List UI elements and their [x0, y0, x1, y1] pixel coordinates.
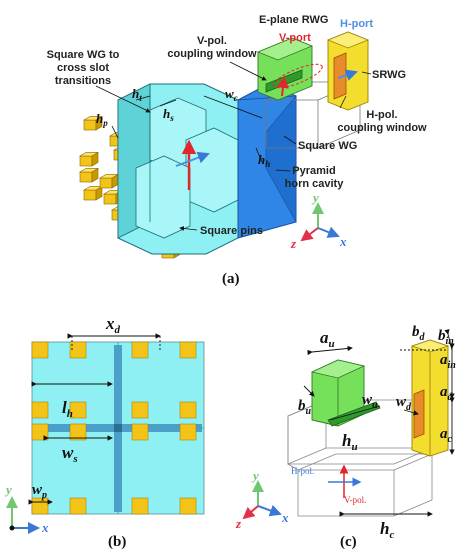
panel-b: xd lh ws wp y x (b) [4, 314, 205, 550]
square-pin [78, 151, 100, 167]
vport-label: V-port [279, 32, 311, 44]
transition-label-3: transitions [55, 75, 111, 87]
axis-a-z: z [290, 236, 297, 251]
bd-symbol: bd [412, 324, 426, 343]
vpol-window-label-2: coupling window [167, 48, 257, 60]
axis-a-x: x [339, 234, 347, 249]
square-pin [98, 173, 120, 189]
hpol-field-arrow [175, 151, 210, 167]
horn-label-1: Pyramid [292, 165, 335, 177]
square-pin-b [179, 341, 197, 359]
srwg-c [410, 339, 450, 457]
dimension-lines-b [28, 333, 161, 505]
axis-c-x: x [281, 510, 289, 525]
axis-c-z: z [235, 516, 242, 531]
transition-label-1: Square WG to [47, 49, 120, 61]
square-pin [82, 115, 104, 131]
square-pin-b [179, 423, 197, 441]
caption-b: (b) [108, 534, 126, 550]
au-symbol: au [320, 328, 335, 350]
bu-symbol: bu [298, 398, 312, 417]
erwg-label: E-plane RWG [259, 14, 328, 26]
panel-c: H-pol. V-pol. au bu [235, 324, 456, 550]
e-plane-rwg-c [310, 359, 381, 427]
axis-c-y: y [251, 468, 259, 483]
square-pin-b [131, 341, 149, 359]
square-pin-b [69, 401, 87, 419]
axis-b-x: x [41, 520, 49, 535]
ad-symbol: ad [440, 384, 454, 403]
srwg [326, 31, 370, 111]
square-pin-b [131, 401, 149, 419]
square-pins-label: Square pins [200, 225, 263, 237]
hpol-window-label-2: coupling window [337, 122, 427, 134]
caption-a: (a) [222, 271, 240, 287]
axis-a-y: y [311, 190, 319, 205]
square-pin-b [179, 497, 197, 515]
ht-symbol: ht [132, 86, 142, 103]
transition-label-2: cross slot [57, 62, 109, 74]
hp-symbol: hp [96, 111, 108, 128]
cross-slot-transition-block [117, 83, 239, 255]
wd-symbol: wd [396, 394, 412, 413]
axis-b-y: y [4, 482, 12, 497]
vpol-window-label-1: V-pol. [197, 35, 227, 47]
ain-symbol: ain [440, 352, 456, 371]
hpol-window-label-1: H-pol. [366, 109, 397, 121]
cross-slot-center [114, 424, 122, 432]
hh-symbol: hh [258, 152, 270, 169]
square-pin-b [31, 341, 49, 359]
square-pin [78, 167, 100, 183]
square-pin-b [31, 401, 49, 419]
wu-symbol: wu [362, 392, 378, 411]
hc-symbol: hc [380, 519, 394, 541]
leader-lines-a [95, 61, 372, 231]
square-pin-b [131, 423, 149, 441]
horn-label-2: horn cavity [285, 178, 345, 190]
srwg-label: SRWG [372, 69, 406, 81]
lh-symbol: lh [62, 398, 73, 420]
e-plane-rwg [256, 37, 314, 101]
panel-a: E-plane RWG H-port V-port V-pol. couplin… [47, 14, 427, 287]
caption-c: (c) [340, 534, 357, 550]
hs-symbol: hs [163, 106, 174, 123]
square-pin-b [179, 401, 197, 419]
square-pin [82, 185, 104, 201]
square-pin-b [69, 341, 87, 359]
axes-c [242, 480, 282, 520]
square-wg-label: Square WG [298, 140, 357, 152]
square-pin-b [31, 423, 49, 441]
wp-symbol: wp [32, 482, 47, 501]
xd-symbol: xd [105, 314, 121, 336]
axes-b [5, 496, 40, 534]
vpol-text-c: V-pol. [344, 495, 366, 505]
wc-symbol: wc [225, 86, 238, 103]
pins-b-group [31, 341, 197, 515]
ws-symbol: ws [62, 443, 78, 465]
square-pin-b [69, 497, 87, 515]
pyramid-horn-cavity [237, 83, 297, 239]
axes-a [300, 202, 340, 242]
hport-label: H-port [340, 18, 373, 30]
ac-symbol: ac [440, 426, 453, 445]
hpol-text-c: H-pol. [291, 466, 314, 476]
dimension-lines-a [111, 95, 263, 163]
hu-symbol: hu [342, 431, 358, 453]
v-pol-window-highlight [273, 63, 323, 89]
square-pin-b [131, 497, 149, 515]
dimension-lines-c [303, 328, 455, 517]
bin-symbol: bin [438, 328, 454, 347]
